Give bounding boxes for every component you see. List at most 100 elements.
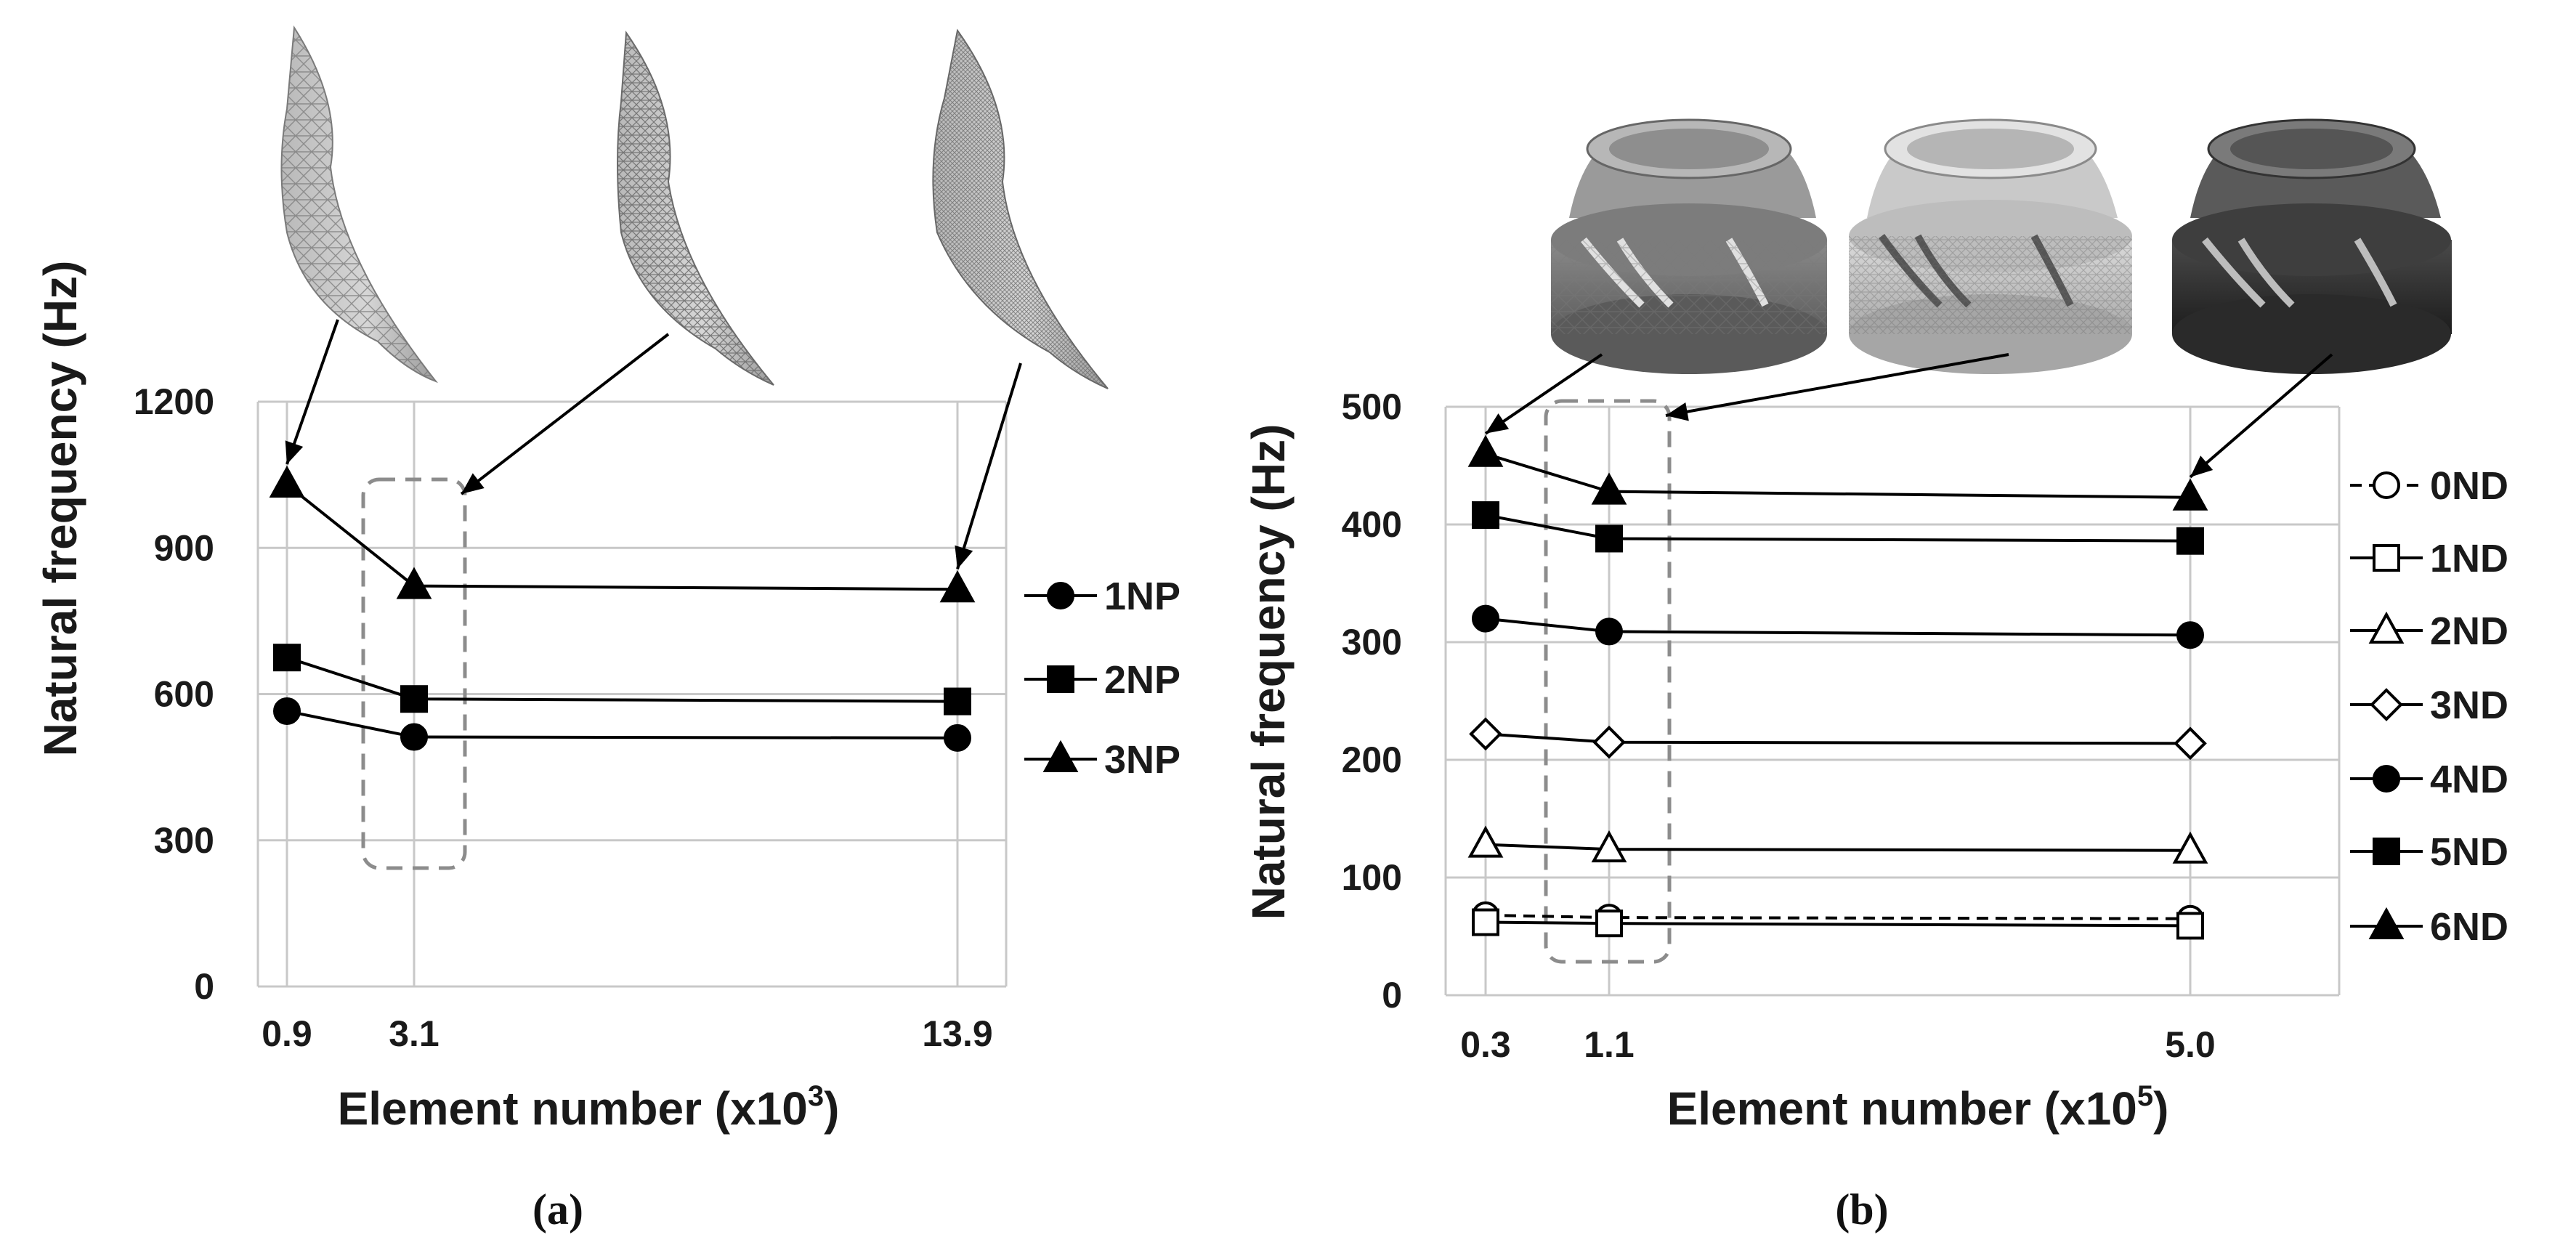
plot-a-x-tick-labels: 0.9 3.1 13.9 xyxy=(262,1013,992,1054)
plot-b-ytick-2: 200 xyxy=(1342,739,1402,780)
plot-b-marker-3ND-1 xyxy=(1592,725,1626,759)
plot-b-ytick-1: 100 xyxy=(1342,857,1402,898)
plot-b-xtick-2: 5.0 xyxy=(2165,1024,2216,1065)
plot-a-caption: (a) xyxy=(532,1186,583,1233)
plot-a-ytick-4: 1200 xyxy=(134,381,214,422)
plot-b-line-5ND xyxy=(1485,514,2191,543)
plot-b-ytick-4: 400 xyxy=(1342,504,1402,545)
plot-b-marker-2ND-2 xyxy=(2172,831,2208,864)
plot-b-legend-label-5ND: 5ND xyxy=(2430,830,2508,874)
plot-b-marker-2ND-1 xyxy=(1591,830,1627,863)
plot-b-marker-6ND-1 xyxy=(1591,472,1627,505)
plot-b-dashed-highlight xyxy=(1544,399,1672,964)
plot-b-legend-item-6ND: 6ND xyxy=(2350,905,2508,949)
plot-b-highlight-box xyxy=(1544,399,1672,964)
plot-a-ytick-3: 900 xyxy=(154,527,214,568)
plot-a-legend-label-1NP: 1NP xyxy=(1104,575,1180,618)
plot-b-ytick-3: 300 xyxy=(1342,622,1402,662)
plot-b-arrow-1-shaft xyxy=(1665,353,2009,417)
plot-b-legend-marker-5ND xyxy=(2373,838,2400,865)
inset-blade-mesh-coarse xyxy=(280,25,439,384)
plot-b-legend-label-0ND: 0ND xyxy=(2430,464,2508,508)
plot-b-arrow-0-head xyxy=(1486,413,1510,434)
plot-a-legend-marker-3NP xyxy=(1042,739,1079,772)
plot-a-inset-arrows xyxy=(285,319,1022,570)
plot-a-xlabel: Element number (x103) xyxy=(338,1080,840,1135)
plot-b-xtick-1: 1.1 xyxy=(1584,1024,1635,1065)
plot-b-legend-label-1ND: 1ND xyxy=(2430,537,2508,580)
plot-b-legend-item-4ND: 4ND xyxy=(2350,758,2508,801)
plot-a-xlabel-end: ) xyxy=(824,1082,839,1135)
plot-a-arrow-1-shaft xyxy=(460,333,670,495)
plot-a-marker-1NP-0 xyxy=(273,697,301,725)
inset-runner-mesh-medium xyxy=(1849,118,2132,374)
plot-a-arrow-0-head xyxy=(285,440,304,465)
plot-b-legend-marker-0ND xyxy=(2373,471,2400,499)
plot-a-line-3NP xyxy=(285,483,958,591)
plot-a-legend-item-2NP: 2NP xyxy=(1024,658,1180,702)
plot-a-xtick-1: 3.1 xyxy=(389,1013,440,1054)
plot-b-caption: (b) xyxy=(1835,1186,1888,1233)
plot-b-inset-arrows xyxy=(1484,353,2333,479)
plot-a-legend-label-2NP: 2NP xyxy=(1104,658,1180,702)
plot-a-legend-marker-2NP xyxy=(1047,665,1074,693)
plot-b-legend-label-6ND: 6ND xyxy=(2430,905,2508,949)
plot-a-legend: 1NP 2NP 3NP xyxy=(1024,575,1180,782)
plot-a-legend-label-3NP: 3NP xyxy=(1104,738,1180,782)
plot-b-line-2ND xyxy=(1485,843,2191,852)
plot-b-xlabel-end: ) xyxy=(2153,1082,2168,1135)
plot-a-arrow-0 xyxy=(285,319,339,465)
plot-a-line-1NP xyxy=(286,710,958,739)
plot-b-legend-item-1ND: 1ND xyxy=(2350,537,2508,580)
plot-b-legend-marker-6ND xyxy=(2368,907,2405,939)
plot-a-legend-item-1NP: 1NP xyxy=(1024,575,1180,618)
plot-b-xlabel-main: Element number (x10 xyxy=(1667,1082,2137,1135)
plot-b-arrow-1 xyxy=(1665,353,2009,421)
plot-a-series-lines xyxy=(285,483,958,739)
plot-b-legend-marker-1ND xyxy=(2373,544,2400,572)
plot-b-line-1ND xyxy=(1485,920,2191,928)
plot-a-arrow-1-head xyxy=(461,473,485,494)
plot-b-legend-label-3ND: 3ND xyxy=(2430,684,2508,727)
plot-a-marker-1NP-1 xyxy=(400,723,428,751)
plot-a-highlight-box xyxy=(361,477,467,870)
plot-b-marker-2ND-0 xyxy=(1467,825,1504,858)
plot-b-legend-label-4ND: 4ND xyxy=(2430,758,2508,801)
plot-a-xlabel-main: Element number (x10 xyxy=(338,1082,808,1135)
plot-b-legend-item-3ND: 3ND xyxy=(2350,684,2508,727)
inset-runner-mesh-coarse xyxy=(1551,118,1827,374)
plot-b-marker-1ND-0 xyxy=(1472,908,1499,936)
plot-b-ylabel: Natural frequency (Hz) xyxy=(1242,424,1295,920)
plot-b-marker-3ND-0 xyxy=(1469,717,1502,751)
plot-b-arrow-2-shaft xyxy=(2189,353,2333,479)
plot-b-arrow-2-head xyxy=(2190,455,2214,477)
plot-b-marker-5ND-0 xyxy=(1472,501,1499,530)
plot-b-ytick-5: 500 xyxy=(1342,386,1402,427)
plot-b-arrow-1-head xyxy=(1666,402,1689,421)
plot-a-xtick-2: 13.9 xyxy=(922,1013,992,1054)
plot-a-arrow-2-shaft xyxy=(956,362,1022,570)
plot-a-dashed-highlight xyxy=(361,477,467,870)
inset-blade-mesh-medium xyxy=(617,31,774,386)
plot-a-ytick-2: 600 xyxy=(154,674,214,715)
plot-a-marker-2NP-1 xyxy=(400,685,428,713)
plot-b-arrow-0-shaft xyxy=(1484,353,1603,435)
plot-b-legend-marker-4ND xyxy=(2373,765,2400,793)
plot-a-arrow-1 xyxy=(460,333,670,495)
plot-a-marker-3NP-2 xyxy=(939,570,976,603)
plot-b-xlabel: Element number (x105) xyxy=(1667,1080,2169,1135)
plot-b-line-6ND xyxy=(1485,452,2191,499)
plot-a-xtick-0: 0.9 xyxy=(262,1013,312,1054)
plot-b-marker-3ND-2 xyxy=(2174,726,2207,761)
plot-b-arrow-2 xyxy=(2189,353,2333,479)
plot-a-arrow-2-head xyxy=(955,545,973,570)
plot-b-legend-item-5ND: 5ND xyxy=(2350,830,2508,874)
plot-a-marker-3NP-1 xyxy=(396,567,432,599)
